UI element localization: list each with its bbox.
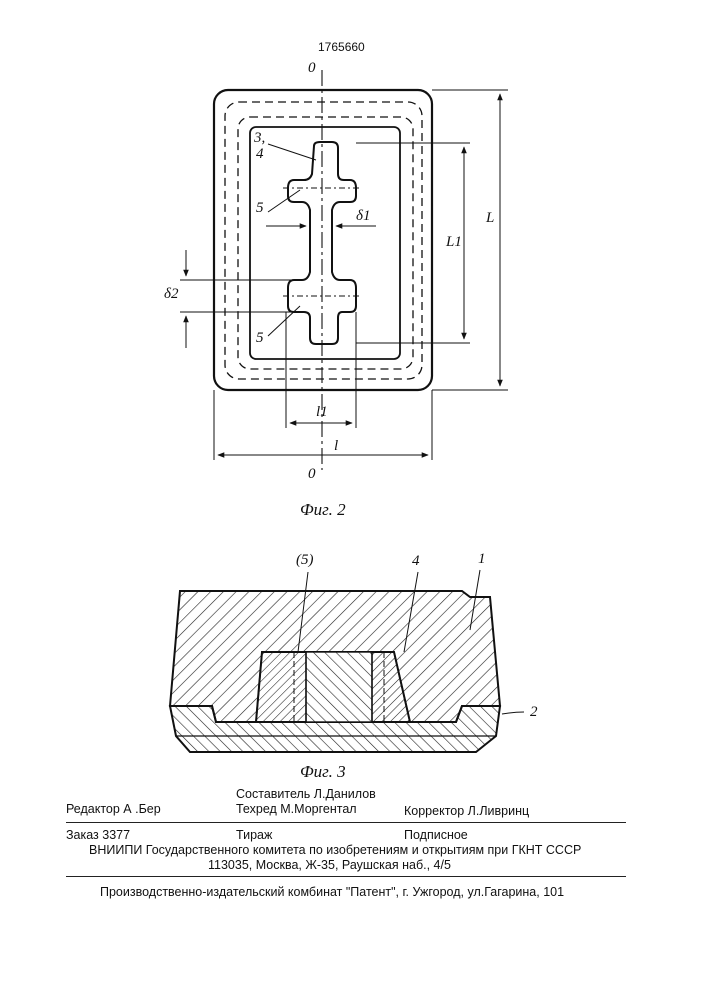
imprint-divider-top bbox=[66, 822, 626, 823]
fig2-label-delta1: δ1 bbox=[356, 208, 370, 225]
fig2-axis-top-label: 0 bbox=[308, 60, 316, 77]
fig3-label-2: 2 bbox=[530, 704, 538, 721]
fig2-label-4: 4 bbox=[256, 146, 264, 163]
fig2-label-l1: l1 bbox=[316, 404, 328, 421]
fig2-label-delta2: δ2 bbox=[164, 286, 178, 303]
imprint-subscription: Подписное bbox=[404, 828, 468, 842]
imprint-compiler: Составитель Л.Данилов bbox=[236, 787, 376, 801]
imprint-circulation: Тираж bbox=[236, 828, 272, 842]
fig2-caption: Фиг. 2 bbox=[300, 500, 346, 520]
fig2-dashed-inner bbox=[238, 117, 413, 369]
fig3-label-5: (5) bbox=[296, 552, 314, 569]
fig2-label-L: L bbox=[486, 210, 494, 227]
fig3-label-1: 1 bbox=[478, 551, 486, 568]
fig2-inner-cavity bbox=[250, 127, 400, 359]
fig2-axis-bottom-label: 0 bbox=[308, 466, 316, 483]
imprint-order: Заказ 3377 bbox=[66, 828, 130, 842]
imprint-divider-bottom bbox=[66, 876, 626, 877]
imprint-publisher: Производственно-издательский комбинат "П… bbox=[100, 885, 564, 899]
fig3-label-4: 4 bbox=[412, 553, 420, 570]
fig3-caption: Фиг. 3 bbox=[300, 762, 346, 782]
imprint-editor: Редактор А .Бер bbox=[66, 802, 161, 816]
fig2-label-5-lower: 5 bbox=[256, 330, 264, 347]
fig2-label-5-upper: 5 bbox=[256, 200, 264, 217]
fig2-drawing bbox=[180, 70, 508, 470]
imprint-institute: ВНИИПИ Государственного комитета по изоб… bbox=[89, 843, 581, 857]
fig2-label-L1: L1 bbox=[446, 234, 462, 251]
fig3-drawing bbox=[170, 570, 524, 752]
imprint-corrector: Корректор Л.Ливринц bbox=[404, 804, 529, 818]
fig2-label-l: l bbox=[334, 438, 338, 455]
fig2-label-3: 3, bbox=[254, 130, 265, 147]
imprint-address: 113035, Москва, Ж-35, Раушская наб., 4/5 bbox=[208, 858, 451, 872]
imprint-techred: Техред М.Моргентал bbox=[236, 802, 357, 816]
